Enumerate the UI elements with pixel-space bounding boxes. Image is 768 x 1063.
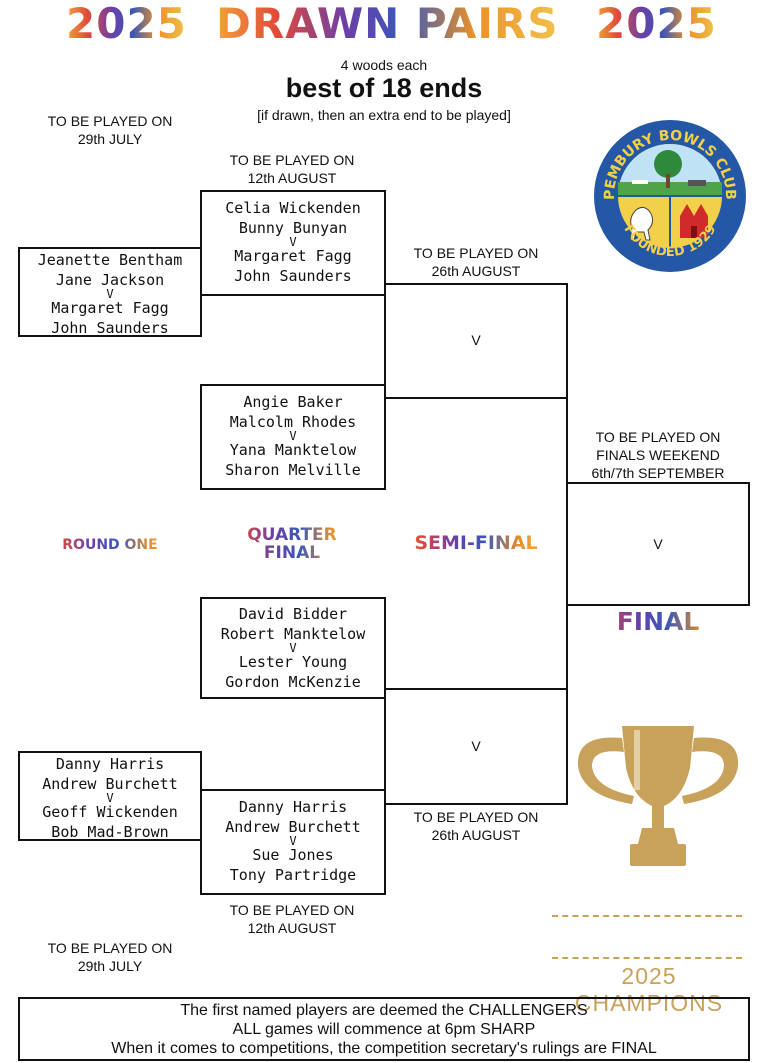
player: Margaret Fagg xyxy=(51,299,169,317)
footer-notes: The first named players are deemed the C… xyxy=(18,997,750,1061)
player: Bob Mad-Brown xyxy=(51,823,169,841)
r1-top-match: Jeanette Bentham Jane Jackson V Margaret… xyxy=(18,247,202,337)
final-versus: V xyxy=(653,536,663,552)
qf3-match: David Bidder Robert Manktelow V Lester Y… xyxy=(200,597,386,699)
versus: V xyxy=(289,235,297,249)
player: Danny Harris xyxy=(238,798,348,816)
schedule-date: 26th AUGUST xyxy=(431,263,521,279)
player: David Bidder xyxy=(238,605,348,623)
schedule-date: 29th JULY xyxy=(77,131,143,147)
format-heading: best of 18 ends xyxy=(285,73,483,103)
sf-top-schedule: TO BE PLAYED ON 26th AUGUST xyxy=(396,244,556,280)
schedule-label: TO BE PLAYED ON xyxy=(595,429,721,445)
sf1-bottom-line xyxy=(384,397,568,399)
versus: V xyxy=(289,834,297,848)
footer-line-1: The first named players are deemed the C… xyxy=(180,1002,588,1019)
trophy-icon xyxy=(572,718,744,876)
player: Celia Wickenden xyxy=(225,199,361,217)
quarter-line1: QUARTER xyxy=(212,526,372,544)
qf1-match: Celia Wickenden Bunny Bunyan V Margaret … xyxy=(200,190,386,296)
round-one-label: ROUND ONE xyxy=(30,536,190,554)
sf2-right-line xyxy=(566,688,568,805)
sf2-top-line xyxy=(384,688,568,690)
versus: V xyxy=(106,791,114,805)
final-left-top xyxy=(566,397,568,485)
versus: V xyxy=(106,287,114,301)
quarter-line2: FINAL xyxy=(212,544,372,562)
qf-bottom-schedule: TO BE PLAYED ON 12th AUGUST xyxy=(212,901,372,937)
schedule-label: TO BE PLAYED ON xyxy=(47,113,173,129)
qf-connector-bottom xyxy=(384,697,386,791)
qf4-match: Danny Harris Andrew Burchett V Sue Jones… xyxy=(200,789,386,895)
schedule-date: 29th JULY xyxy=(77,958,143,974)
dashed-line-bottom xyxy=(552,957,742,959)
player: Robert Manktelow xyxy=(220,625,366,643)
player: Margaret Fagg xyxy=(234,247,352,265)
schedule-date: 6th/7th SEPTEMBER xyxy=(591,465,725,481)
schedule-label: TO BE PLAYED ON xyxy=(47,940,173,956)
semi-final-label: SEMI-FINAL xyxy=(388,534,564,553)
schedule-date: 12th AUGUST xyxy=(247,920,337,936)
player: Danny Harris xyxy=(55,755,165,773)
player: Malcolm Rhodes xyxy=(229,413,357,431)
sf-bottom-schedule: TO BE PLAYED ON 26th AUGUST xyxy=(396,808,556,844)
player: John Saunders xyxy=(51,319,169,337)
player: Jane Jackson xyxy=(55,271,165,289)
player: Sharon Melville xyxy=(225,461,361,479)
sf2-bottom-line xyxy=(384,803,568,805)
tiebreak-note: [if drawn, then an extra end to be playe… xyxy=(257,107,511,123)
player: John Saunders xyxy=(234,267,352,285)
footer-line-3: When it comes to competitions, the compe… xyxy=(111,1040,657,1057)
final-label: FINAL xyxy=(566,608,750,636)
schedule-date: 12th AUGUST xyxy=(247,170,337,186)
player: Andrew Burchett xyxy=(42,775,178,793)
player: Sue Jones xyxy=(252,846,334,864)
r1-top-schedule: TO BE PLAYED ON 29th JULY xyxy=(30,112,190,148)
schedule-weekend: FINALS WEEKEND xyxy=(596,447,720,463)
year-right: 2025 xyxy=(596,0,717,48)
versus: V xyxy=(289,429,297,443)
player: Tony Partridge xyxy=(229,866,357,884)
club-logo: PEMBURY BOWLS CLUB FOUNDED 1929 xyxy=(592,118,748,274)
final-box: V xyxy=(566,482,750,606)
qf-top-schedule: TO BE PLAYED ON 12th AUGUST xyxy=(212,151,372,187)
qf2-match: Angie Baker Malcolm Rhodes V Yana Mankte… xyxy=(200,384,386,490)
sf1-right-line xyxy=(566,283,568,399)
r1-bottom-schedule: TO BE PLAYED ON 29th JULY xyxy=(30,939,190,975)
player: Lester Young xyxy=(238,653,348,671)
schedule-label: TO BE PLAYED ON xyxy=(413,245,539,261)
woods-note: 4 woods each xyxy=(340,57,428,73)
dashed-line-top xyxy=(552,915,742,917)
r1-bottom-match: Danny Harris Andrew Burchett V Geoff Wic… xyxy=(18,751,202,841)
player: Geoff Wickenden xyxy=(42,803,178,821)
schedule-date: 26th AUGUST xyxy=(431,827,521,843)
player: Angie Baker xyxy=(243,393,343,411)
quarter-final-label: QUARTER FINAL xyxy=(212,526,372,562)
schedule-label: TO BE PLAYED ON xyxy=(229,902,355,918)
schedule-label: TO BE PLAYED ON xyxy=(229,152,355,168)
versus: V xyxy=(289,641,297,655)
sf1-top-line xyxy=(384,283,568,285)
player: Jeanette Bentham xyxy=(37,251,183,269)
sf2-versus: V xyxy=(471,738,481,754)
qf-connector-top xyxy=(384,295,386,387)
sf1-versus: V xyxy=(471,332,481,348)
final-schedule: TO BE PLAYED ON FINALS WEEKEND 6th/7th S… xyxy=(570,428,746,482)
final-left-bottom xyxy=(566,604,568,690)
player: Gordon McKenzie xyxy=(225,673,361,691)
player: Yana Manktelow xyxy=(229,441,357,459)
player: Bunny Bunyan xyxy=(238,219,348,237)
champions-label: 2025 CHAMPIONS xyxy=(574,963,724,1016)
page-title: DRAWN PAIRS xyxy=(216,0,559,48)
schedule-label: TO BE PLAYED ON xyxy=(413,809,539,825)
player: Andrew Burchett xyxy=(225,818,361,836)
footer-line-2: ALL games will commence at 6pm SHARP xyxy=(232,1021,536,1038)
year-left: 2025 xyxy=(66,0,187,48)
